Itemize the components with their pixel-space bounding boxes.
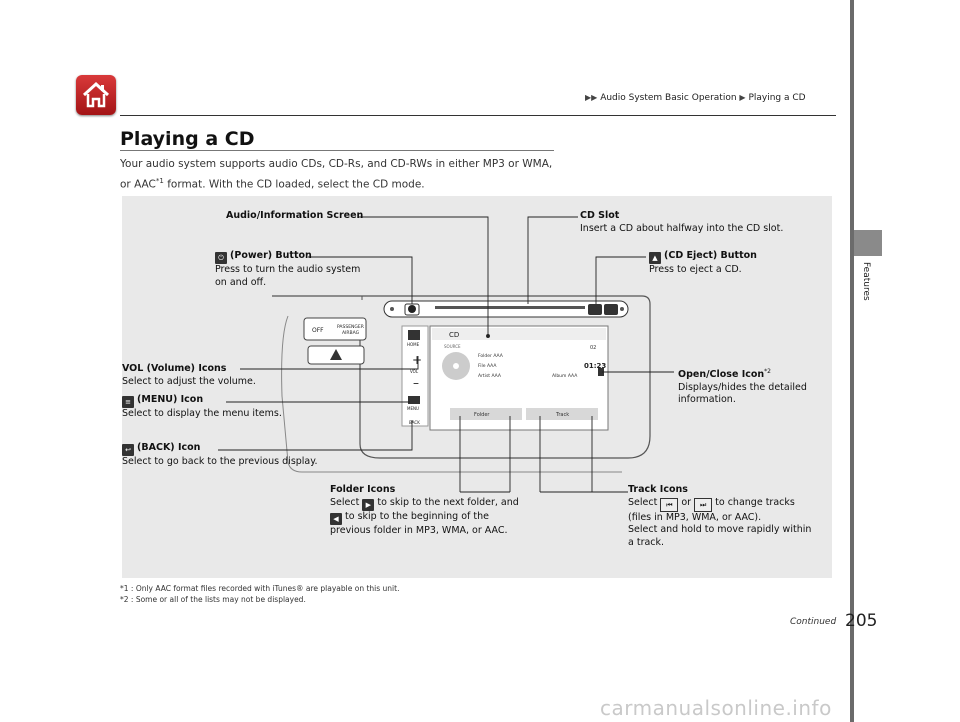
track-desc-1a: Select (628, 496, 658, 508)
footnote-2: *2 : Some or all of the lists may not be… (120, 595, 306, 604)
intro-text: Your audio system supports audio CDs, CD… (120, 156, 560, 194)
track-next-icon: ⏭ (694, 497, 713, 512)
track-title: Track Icons (628, 484, 688, 495)
svg-text:Folder: Folder (474, 412, 490, 418)
intro-line-2b: format. With the CD loaded, select the C… (163, 178, 425, 191)
folder-next-icon: ▶ (362, 498, 375, 511)
svg-text:Album AAA: Album AAA (552, 373, 578, 379)
watermark: carmanualsonline.info (600, 696, 832, 720)
callout-track: Track Icons Select ⏮ or ⏭ to change trac… (628, 484, 811, 549)
cd-slot-desc: Insert a CD about halfway into the CD sl… (580, 222, 784, 234)
back-icon: ↩ (122, 444, 134, 456)
breadcrumb-parent[interactable]: Audio System Basic Operation (600, 93, 737, 103)
breadcrumb-current: Playing a CD (748, 93, 806, 103)
svg-text:VOL: VOL (410, 369, 419, 374)
header-divider (120, 115, 836, 116)
svg-text:02: 02 (590, 345, 596, 351)
callout-eject: ▲ (CD Eject) Button Press to eject a CD. (649, 250, 757, 277)
folder-desc-1b: to skip to the next folder, and (377, 496, 519, 508)
svg-text:CD: CD (449, 331, 459, 339)
folder-desc-1a: Select (330, 496, 360, 508)
open-close-title: Open/Close Icon (678, 369, 765, 381)
page-number: 205 (845, 611, 878, 631)
section-label: Features (861, 262, 871, 301)
svg-text:MENU: MENU (407, 406, 419, 411)
track-desc-2: (files in MP3, WMA, or AAC). (628, 511, 762, 523)
audio-figure: OFF PASSENGER AIRBAG HOME + VOL – MENU B… (122, 196, 832, 578)
callout-folder: Folder Icons Select ▶ to skip to the nex… (330, 484, 519, 537)
svg-text:Artist AAA: Artist AAA (478, 373, 502, 379)
figure-illustration: OFF PASSENGER AIRBAG HOME + VOL – MENU B… (218, 216, 674, 493)
open-close-desc-2: information. (678, 394, 736, 406)
folder-desc-3: previous folder in MP3, WMA, or AAC. (330, 524, 508, 536)
power-desc-2: on and off. (215, 276, 267, 288)
power-icon: ⏻ (215, 252, 227, 264)
home-icon[interactable] (76, 75, 116, 115)
svg-text:HOME: HOME (407, 342, 420, 347)
title-divider (120, 150, 554, 151)
footnote-1: *1 : Only AAC format files recorded with… (120, 584, 400, 593)
svg-text:AIRBAG: AIRBAG (342, 330, 360, 336)
folder-desc-2: to skip to the beginning of the (345, 510, 489, 522)
eject-title: (CD Eject) Button (664, 250, 757, 261)
track-desc-1c: to change tracks (715, 496, 795, 508)
callout-cd-slot: CD Slot Insert a CD about halfway into t… (580, 210, 783, 235)
folder-title: Folder Icons (330, 484, 396, 495)
track-desc-3: Select and hold to move rapidly within (628, 524, 812, 535)
breadcrumb: ▶▶ Audio System Basic Operation ▶ Playin… (585, 93, 806, 103)
power-desc-1: Press to turn the audio system (215, 264, 361, 275)
svg-text:PASSENGER: PASSENGER (337, 324, 364, 330)
continued-label: Continued (790, 617, 837, 627)
callout-audio-screen: Audio/Information Screen (226, 210, 363, 223)
track-desc-1b: or (681, 496, 692, 508)
eject-icon: ▲ (649, 252, 661, 264)
track-prev-icon: ⏮ (660, 497, 679, 512)
vol-desc: Select to adjust the volume. (122, 375, 256, 387)
eject-desc: Press to eject a CD. (649, 264, 742, 275)
power-title: (Power) Button (230, 250, 312, 261)
svg-text:–: – (413, 376, 419, 390)
svg-text:+: + (412, 353, 422, 367)
svg-text:Folder AAA: Folder AAA (478, 353, 504, 359)
callout-open-close: Open/Close Icon*2 Displays/hides the det… (678, 366, 807, 407)
back-title: (BACK) Icon (137, 442, 201, 453)
side-bar (850, 0, 854, 722)
callout-vol: VOL (Volume) Icons Select to adjust the … (122, 363, 256, 388)
intro-line-1: Your audio system supports audio CDs, CD… (120, 158, 553, 170)
folder-prev-icon: ◀ (330, 512, 342, 525)
back-desc: Select to go back to the previous displa… (122, 456, 318, 467)
callout-back: ↩ (BACK) Icon Select to go back to the p… (122, 442, 318, 469)
callout-power: ⏻ (Power) Button Press to turn the audio… (215, 250, 360, 289)
open-close-desc-1: Displays/hides the detailed (678, 381, 807, 393)
menu-title: (MENU) Icon (137, 394, 204, 405)
svg-text:BACK: BACK (409, 420, 420, 425)
page-title: Playing a CD (120, 128, 255, 150)
audio-screen-label: Audio/Information Screen (226, 210, 364, 221)
track-desc-4: a track. (628, 536, 665, 548)
svg-text:Track: Track (555, 412, 569, 418)
svg-text:01:23: 01:23 (584, 362, 606, 370)
svg-text:SOURCE: SOURCE (444, 344, 461, 349)
menu-desc: Select to display the menu items. (122, 408, 282, 419)
footnote-ref-1[interactable]: *1 (155, 177, 164, 185)
section-tab[interactable] (854, 230, 882, 256)
intro-line-2a: or AAC (120, 178, 156, 191)
svg-text:OFF: OFF (312, 327, 324, 334)
svg-text:File AAA: File AAA (478, 363, 497, 369)
vol-title: VOL (Volume) Icons (122, 363, 227, 374)
footnote-ref-2[interactable]: *2 (764, 368, 771, 375)
callout-menu: ≡ (MENU) Icon Select to display the menu… (122, 394, 282, 421)
menu-icon: ≡ (122, 396, 134, 408)
cd-slot-title: CD Slot (580, 210, 620, 221)
